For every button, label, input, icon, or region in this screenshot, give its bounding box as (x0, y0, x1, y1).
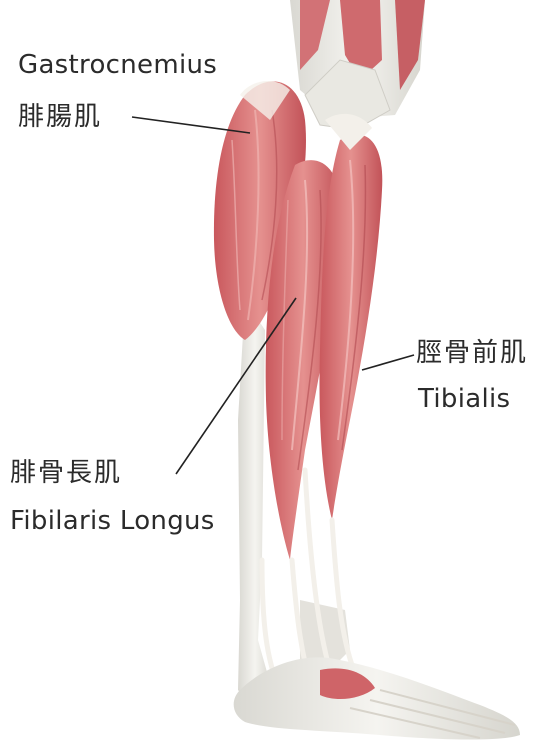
tibialis-label-en: Tibialis (418, 386, 510, 412)
tibialis-label-jp: 脛骨前肌 (416, 340, 528, 366)
gastrocnemius-label-en: Gastrocnemius (18, 52, 217, 78)
fibularis-label-jp: 腓骨長肌 (10, 460, 122, 486)
thigh-region (290, 0, 425, 130)
foot (234, 657, 520, 739)
fibularis-label-en: Fibilaris Longus (10, 508, 215, 534)
tibialis-leader-line (362, 355, 414, 370)
gastrocnemius-label-jp: 腓腸肌 (18, 104, 102, 130)
